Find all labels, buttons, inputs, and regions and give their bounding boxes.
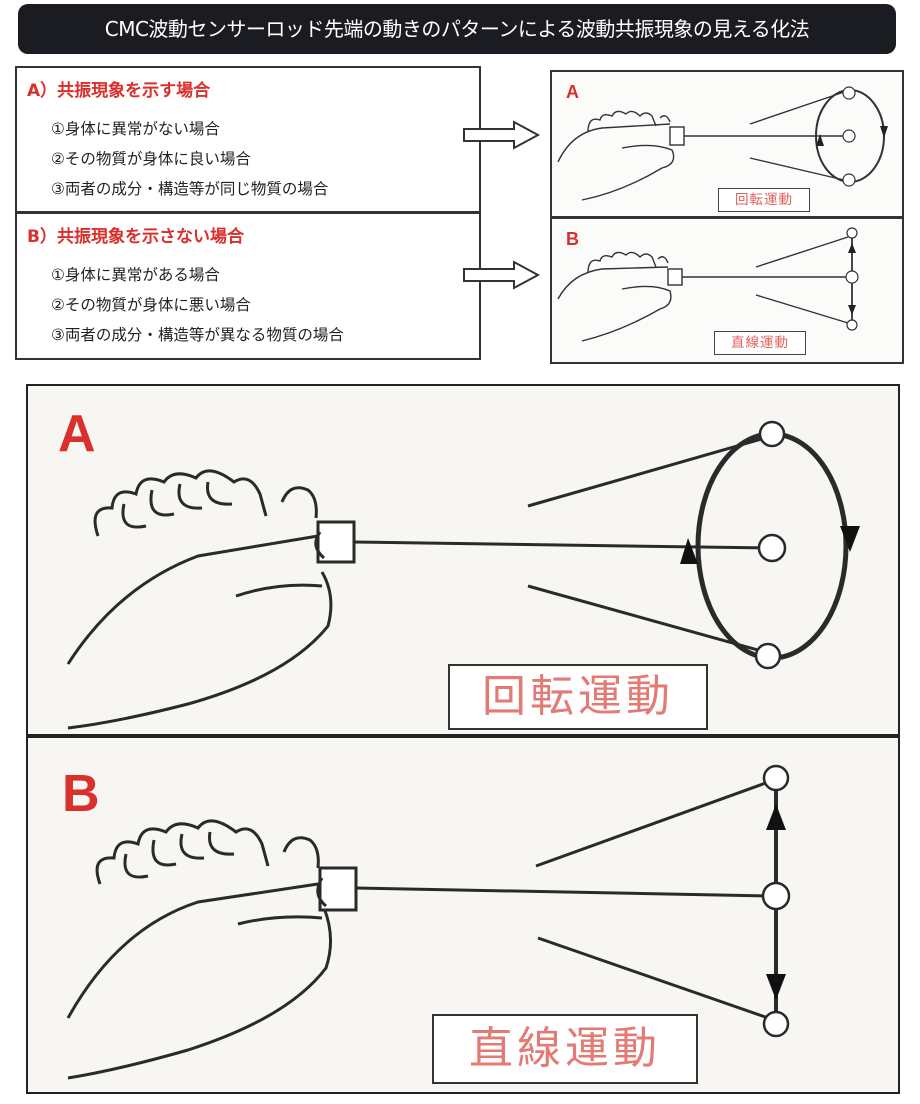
linear-motion-label: 直線運動 [714, 331, 806, 355]
large-rotation-motion-label: 回転運動 [448, 664, 708, 730]
small-diagram-b-letter: B [566, 229, 579, 249]
condition-a-item: ③両者の成分・構造等が同じ物質の場合 [51, 180, 329, 198]
small-diagram-a-letter: A [566, 82, 579, 102]
condition-b-item: ③両者の成分・構造等が異なる物質の場合 [51, 326, 344, 344]
arrow-right-icon [463, 120, 541, 150]
large-diagram-a-letter: A [58, 405, 96, 463]
page-title: CMC波動センサーロッド先端の動きのパターンによる波動共振現象の見える化法 [18, 4, 896, 54]
condition-box-b: B）共振現象を示さない場合 ①身体に異常がある場合 ②その物質が身体に悪い場合 … [15, 213, 481, 360]
condition-b-item: ②その物質が身体に悪い場合 [51, 296, 251, 314]
hand-rod-rotation-illustration [557, 86, 888, 201]
condition-a-item: ②その物質が身体に良い場合 [51, 150, 251, 168]
condition-a-list: ①身体に異常がない場合 ②その物質が身体に良い場合 ③両者の成分・構造等が同じ物… [51, 114, 328, 204]
rotation-motion-label: 回転運動 [718, 188, 810, 212]
arrow-right-icon [463, 260, 541, 290]
condition-box-a: A）共振現象を示す場合 ①身体に異常がない場合 ②その物質が身体に良い場合 ③両… [15, 66, 481, 213]
small-diagram-b: B 直線運動 [550, 218, 904, 364]
condition-b-list: ①身体に異常がある場合 ②その物質が身体に悪い場合 ③両者の成分・構造等が異なる… [51, 260, 344, 350]
small-diagram-a: A 回転運動 [550, 70, 904, 218]
large-diagram-b: B 直線運動 [26, 736, 900, 1094]
condition-b-item: ①身体に異常がある場合 [51, 266, 220, 284]
large-diagram-b-letter: B [62, 765, 100, 823]
condition-b-heading: B）共振現象を示さない場合 [27, 227, 244, 247]
hand-rod-linear-illustration [557, 227, 859, 342]
large-hand-rod-rotation-illustration [66, 420, 860, 730]
large-diagram-a: A 回転運動 [26, 384, 900, 736]
condition-a-item: ①身体に異常がない場合 [51, 120, 220, 138]
large-hand-rod-linear-illustration [66, 764, 791, 1080]
large-linear-motion-label: 直線運動 [432, 1014, 698, 1084]
condition-a-heading: A）共振現象を示す場合 [27, 81, 211, 101]
